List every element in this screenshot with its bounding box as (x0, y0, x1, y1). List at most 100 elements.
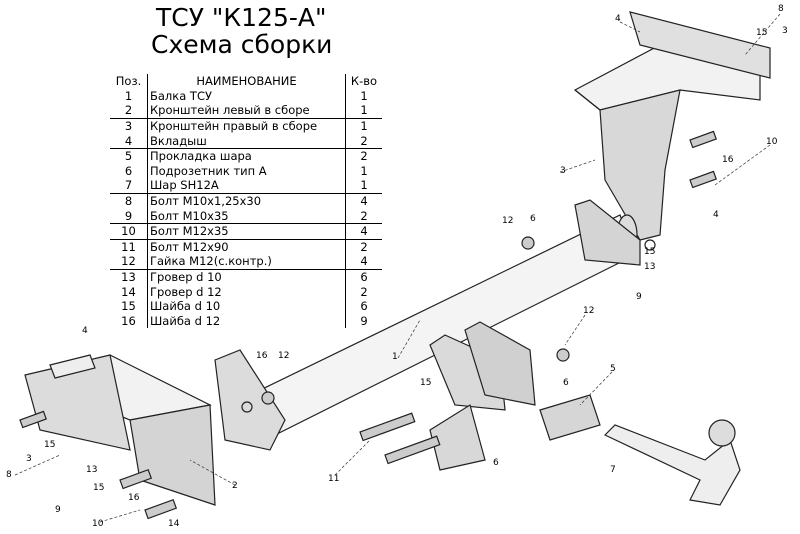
callout-label: 1 (392, 352, 398, 362)
callout-label: 7 (610, 465, 616, 475)
cell-name: Шайба d 12 (147, 313, 346, 329)
drawing-title: ТСУ "К125-А" (156, 3, 327, 32)
cell-pos: 10 (110, 223, 148, 240)
cell-name: Шайба d 10 (147, 298, 346, 314)
callout-label: 9 (636, 292, 642, 302)
cell-name: Кронштейн левый в сборе (147, 103, 346, 119)
header-name: НАИМЕНОВАНИЕ (147, 74, 346, 89)
cell-pos: 6 (110, 163, 148, 179)
callout-label: 6 (563, 378, 569, 388)
callout-label: 16 (128, 493, 140, 503)
callout-label: 8 (6, 470, 12, 480)
cell-qty: 1 (360, 163, 368, 178)
cell-qty: 4 (360, 194, 368, 209)
callout-label: 14 (168, 519, 180, 529)
cell-qty: 2 (345, 133, 382, 149)
cell-name: Болт М12х35 (147, 223, 346, 240)
header-pos: Поз. (110, 74, 148, 89)
socket-plate (429, 404, 486, 471)
cell-qty: 6 (360, 299, 368, 314)
cell-name: Гровер d 12 (147, 284, 346, 299)
callout-label: 12 (278, 351, 290, 361)
cell-qty: 1 (345, 178, 382, 194)
cell-pos: 13 (110, 269, 148, 285)
cell-pos: 11 (110, 239, 148, 255)
callout-label: 16 (722, 155, 734, 165)
cell-name: Вкладыш (147, 133, 346, 149)
cell-name: Прокладка шара (147, 148, 346, 164)
callout-label: 15 (644, 247, 656, 257)
cell-name: Болт М12х90 (147, 239, 346, 255)
callout-label: 3 (782, 26, 788, 36)
callout-label: 3 (26, 454, 32, 464)
callout-label: 4 (713, 210, 719, 220)
callout-label: 15 (44, 440, 56, 450)
callout-label: 13 (86, 465, 98, 475)
ball-spacers (539, 394, 601, 441)
cell-qty: 2 (345, 208, 382, 224)
callout-label: 10 (766, 137, 778, 147)
bolts (19, 130, 717, 520)
leader-lines (14, 13, 781, 523)
cell-name: Болт М10х1,25х30 (147, 193, 346, 209)
cell-name: Подрозетник тип А (147, 163, 346, 179)
cell-pos: 2 (110, 103, 148, 119)
table-header: Поз. НАИМЕНОВАНИЕ К-во (110, 74, 382, 89)
cell-qty: 1 (360, 119, 368, 134)
callout-label: 5 (610, 364, 616, 374)
callout-label: 12 (583, 306, 595, 316)
cell-qty: 2 (360, 149, 368, 164)
callout-label: 15 (756, 28, 768, 38)
cell-pos: 3 (110, 118, 148, 134)
callout-label: 15 (93, 483, 105, 493)
callout-label: 2 (232, 481, 238, 491)
cell-pos: 14 (110, 284, 148, 299)
cell-name: Гайка М12(с.контр.) (147, 254, 346, 270)
right-bracket (573, 11, 771, 241)
callout-label: 13 (644, 262, 656, 272)
drawing-subtitle: Схема сборки (151, 30, 333, 59)
callout-label: 16 (256, 351, 268, 361)
callout-label: 3 (560, 166, 566, 176)
cell-qty: 1 (345, 103, 382, 119)
cell-pos: 9 (110, 208, 148, 224)
beam (214, 199, 641, 451)
cell-qty: 4 (345, 254, 382, 270)
cell-qty: 2 (360, 284, 368, 299)
cell-qty: 1 (360, 88, 368, 103)
cell-qty: 9 (360, 313, 368, 328)
cell-pos: 7 (110, 178, 148, 194)
callout-label: 15 (420, 378, 432, 388)
callout-label: 4 (615, 14, 621, 24)
cell-name: Болт М10х35 (147, 208, 346, 224)
header-qty: К-во (350, 74, 378, 89)
cell-qty: 6 (360, 270, 368, 285)
cell-pos: 4 (110, 133, 148, 149)
cell-qty: 4 (345, 223, 382, 240)
cell-qty: 2 (360, 239, 368, 254)
cell-pos: 15 (110, 298, 148, 314)
callout-label: 6 (493, 458, 499, 468)
cell-pos: 12 (110, 254, 148, 270)
cell-name: Кронштейн правый в сборе (147, 118, 346, 134)
cell-pos: 1 (110, 88, 148, 104)
cell-name: Балка ТСУ (147, 88, 346, 104)
cell-name: Гровер d 10 (147, 269, 346, 285)
cell-pos: 5 (110, 148, 148, 164)
callout-label: 10 (92, 519, 104, 529)
callout-label: 8 (778, 4, 784, 14)
